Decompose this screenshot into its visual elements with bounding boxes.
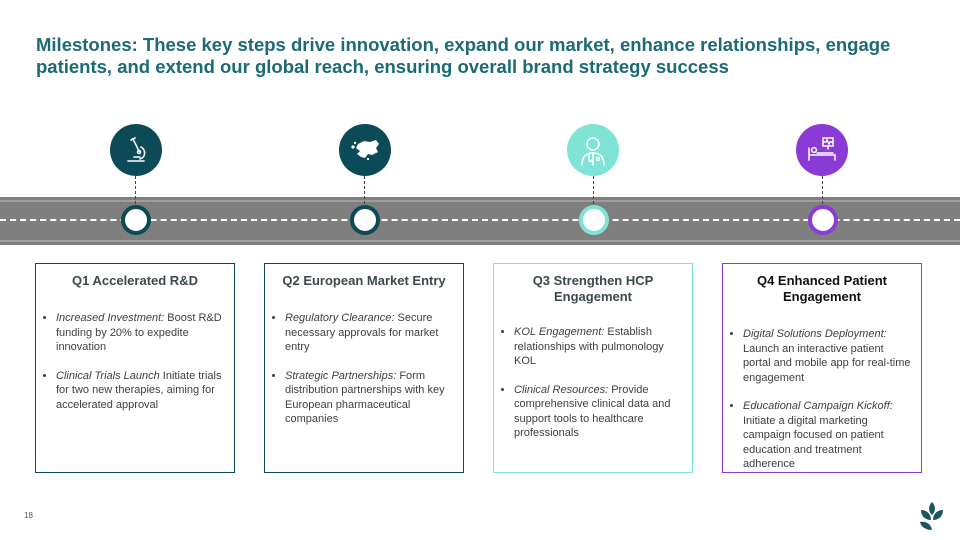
- page-title: Milestones: These key steps drive innova…: [36, 34, 891, 77]
- bullet-lead: Digital Solutions Deployment:: [743, 328, 887, 340]
- list-item: Digital Solutions Deployment: Launch an …: [743, 327, 913, 385]
- card-bullets: Digital Solutions Deployment: Launch an …: [723, 327, 913, 472]
- bullet-text: Initiate trials for two new therapies, a…: [56, 369, 222, 411]
- list-item: Increased Investment: Boost R&D funding …: [56, 311, 226, 355]
- timeline-road: [0, 197, 960, 245]
- milestone-card-q1: Q1 Accelerated R&D Increased Investment:…: [35, 263, 235, 473]
- doctor-icon: [567, 124, 619, 176]
- list-item: Clinical Resources: Provide comprehensiv…: [514, 383, 684, 441]
- card-title: Q2 European Market Entry: [282, 273, 446, 288]
- bullet-lead: Educational Campaign Kickoff:: [743, 400, 893, 412]
- bullet-lead: KOL Engagement:: [514, 326, 605, 338]
- milestone-connector: [364, 176, 365, 204]
- milestone-connector: [135, 176, 136, 204]
- bullet-text: Boost R&D funding by 20% to expedite inn…: [56, 312, 222, 353]
- bullet-lead: Clinical Resources:: [514, 383, 609, 396]
- patient-bed-icon: [796, 124, 848, 176]
- milestone-card-q2: Q2 European Market Entry Regulatory Clea…: [264, 263, 464, 473]
- bullet-text: Form distribution partnerships with key …: [285, 369, 445, 426]
- bullet-text: Launch an interactive patient portal and…: [743, 342, 911, 384]
- card-title: Q3 Strengthen HCP Engagement: [532, 273, 654, 304]
- bullet-lead: Strategic Partnerships:: [285, 369, 397, 382]
- milestone-node-q1: [121, 205, 151, 235]
- bullet-text: Establish relationships with pulmonology…: [514, 326, 664, 367]
- bullet-text: Secure necessary approvals for market en…: [285, 312, 439, 353]
- list-item: Clinical Trials Launch Initiate trials f…: [56, 369, 226, 413]
- bullet-text: Provide comprehensive clinical data and …: [514, 383, 671, 440]
- list-item: Regulatory Clearance: Secure necessary a…: [285, 311, 455, 355]
- microscope-icon: [110, 124, 162, 176]
- bullet-text: Initiate a digital marketing campaign fo…: [743, 414, 884, 471]
- milestone-node-q4: [808, 205, 838, 235]
- milestone-node-q2: [350, 205, 380, 235]
- page-number: 18: [24, 511, 33, 520]
- bullet-lead: Increased Investment:: [56, 312, 165, 324]
- bullet-lead: Regulatory Clearance:: [285, 312, 395, 324]
- milestone-card-q4: Q4 Enhanced Patient Engagement Digital S…: [722, 263, 922, 473]
- card-title: Q4 Enhanced Patient Engagement: [756, 273, 888, 304]
- card-title: Q1 Accelerated R&D: [72, 273, 198, 288]
- milestone-connector: [822, 176, 823, 204]
- bullet-lead: Clinical Trials Launch: [56, 369, 160, 382]
- europe-map-icon: [339, 124, 391, 176]
- milestone-connector: [593, 176, 594, 204]
- list-item: Strategic Partnerships: Form distributio…: [285, 369, 455, 427]
- card-bullets: Increased Investment: Boost R&D funding …: [36, 311, 226, 412]
- road-edge-top: [0, 200, 960, 202]
- milestone-card-q3: Q3 Strengthen HCP Engagement KOL Engagem…: [493, 263, 693, 473]
- card-bullets: KOL Engagement: Establish relationships …: [494, 325, 684, 441]
- milestone-node-q3: [579, 205, 609, 235]
- road-edge-bottom: [0, 240, 960, 242]
- road-center-line: [0, 219, 960, 221]
- card-bullets: Regulatory Clearance: Secure necessary a…: [265, 311, 455, 427]
- leaf-logo-icon: [918, 500, 946, 532]
- list-item: KOL Engagement: Establish relationships …: [514, 325, 684, 369]
- list-item: Educational Campaign Kickoff: Initiate a…: [743, 399, 913, 472]
